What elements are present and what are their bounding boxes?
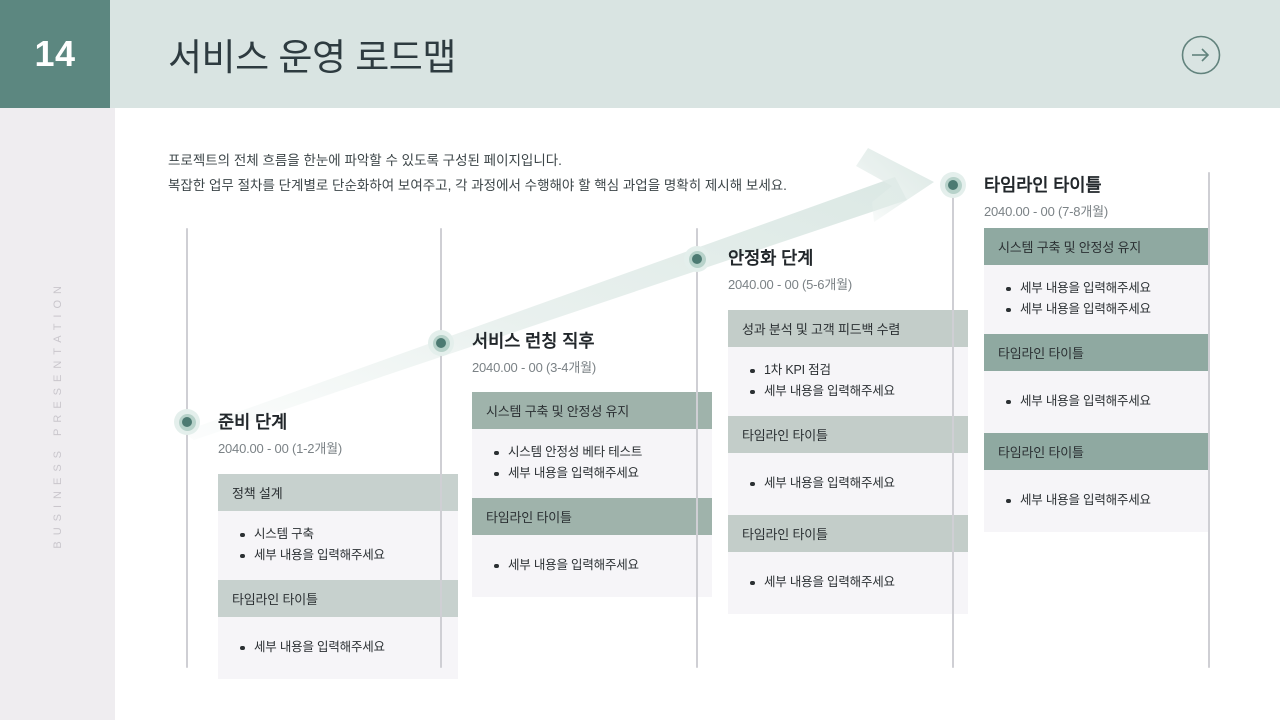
sidebar-vertical-label: BUSINESS PRESENTATION bbox=[0, 108, 115, 720]
section-header: 타임라인 타이틀 bbox=[728, 515, 968, 552]
list-item: 세부 내용을 입력해주세요 bbox=[232, 637, 444, 658]
page-number-text: 14 bbox=[34, 33, 76, 74]
sidebar-vertical-label-text: BUSINESS PRESENTATION bbox=[51, 279, 64, 549]
stage-marker-outer bbox=[944, 176, 962, 194]
stage-card: 시스템 구축 및 안정성 유지 세부 내용을 입력해주세요 세부 내용을 입력해… bbox=[984, 228, 1209, 532]
description-line-2: 복잡한 업무 절차를 단계별로 단순화하여 보여주고, 각 과정에서 수행해야 … bbox=[168, 178, 787, 193]
list-item: 세부 내용을 입력해주세요 bbox=[232, 545, 444, 566]
section-header: 타임라인 타이틀 bbox=[472, 498, 712, 535]
stage-marker-inner bbox=[948, 180, 958, 190]
section-body: 시스템 구축 세부 내용을 입력해주세요 bbox=[218, 511, 458, 580]
stage-card: 성과 분석 및 고객 피드백 수렴 1차 KPI 점검 세부 내용을 입력해주세… bbox=[728, 310, 968, 614]
list-item: 세부 내용을 입력해주세요 bbox=[742, 473, 954, 494]
section-body: 세부 내용을 입력해주세요 세부 내용을 입력해주세요 bbox=[984, 265, 1209, 334]
section-body: 세부 내용을 입력해주세요 bbox=[728, 453, 968, 515]
stage-date: 2040.00 - 00 (5-6개월) bbox=[728, 277, 852, 292]
column-rule bbox=[696, 228, 698, 668]
list-item: 세부 내용을 입력해주세요 bbox=[742, 381, 954, 402]
stage-card: 정책 설계 시스템 구축 세부 내용을 입력해주세요 타임라인 타이틀 세부 내… bbox=[218, 474, 458, 679]
section-body: 세부 내용을 입력해주세요 bbox=[728, 552, 968, 614]
section-header: 타임라인 타이틀 bbox=[984, 334, 1209, 371]
section-header: 성과 분석 및 고객 피드백 수렴 bbox=[728, 310, 968, 347]
stage-marker bbox=[428, 330, 454, 356]
stage-marker-inner bbox=[436, 338, 446, 348]
list-item: 1차 KPI 점검 bbox=[742, 360, 954, 381]
stage-marker-outer bbox=[178, 413, 196, 431]
section-header: 타임라인 타이틀 bbox=[728, 416, 968, 453]
section-header: 시스템 구축 및 안정성 유지 bbox=[984, 228, 1209, 265]
stage-title: 타임라인 타이틀 bbox=[984, 175, 1102, 195]
stage-marker-inner bbox=[182, 417, 192, 427]
section-body: 세부 내용을 입력해주세요 bbox=[218, 617, 458, 679]
list-item: 세부 내용을 입력해주세요 bbox=[486, 555, 698, 576]
page-title: 서비스 운영 로드맵 bbox=[168, 37, 456, 78]
stage-marker-outer bbox=[688, 250, 706, 268]
stage-marker-outer bbox=[432, 334, 450, 352]
stage-marker bbox=[940, 172, 966, 198]
stage-marker bbox=[684, 246, 710, 272]
section-body: 세부 내용을 입력해주세요 bbox=[472, 535, 712, 597]
stage-date: 2040.00 - 00 (3-4개월) bbox=[472, 360, 596, 375]
stage-marker-inner bbox=[692, 254, 702, 264]
stage-title: 서비스 런칭 직후 bbox=[472, 331, 595, 351]
section-body: 1차 KPI 점검 세부 내용을 입력해주세요 bbox=[728, 347, 968, 416]
column-rule bbox=[186, 228, 188, 668]
stage-date: 2040.00 - 00 (1-2개월) bbox=[218, 441, 342, 456]
stage-title: 안정화 단계 bbox=[728, 248, 814, 268]
section-header: 타임라인 타이틀 bbox=[984, 433, 1209, 470]
description-block: 프로젝트의 전체 흐름을 한눈에 파악할 수 있도록 구성된 페이지입니다. 복… bbox=[168, 148, 928, 198]
column-rule bbox=[440, 228, 442, 668]
section-header: 정책 설계 bbox=[218, 474, 458, 511]
list-item: 시스템 구축 bbox=[232, 524, 444, 545]
list-item: 세부 내용을 입력해주세요 bbox=[998, 299, 1195, 320]
arrow-right-circle-icon[interactable] bbox=[1181, 35, 1221, 75]
list-item: 세부 내용을 입력해주세요 bbox=[998, 278, 1195, 299]
header-band bbox=[110, 0, 1280, 108]
list-item: 세부 내용을 입력해주세요 bbox=[998, 490, 1195, 511]
list-item: 세부 내용을 입력해주세요 bbox=[742, 572, 954, 593]
list-item: 시스템 안정성 베타 테스트 bbox=[486, 442, 698, 463]
page-number-block: 14 bbox=[0, 0, 110, 108]
stage-date: 2040.00 - 00 (7-8개월) bbox=[984, 204, 1108, 219]
list-item: 세부 내용을 입력해주세요 bbox=[486, 463, 698, 484]
section-body: 세부 내용을 입력해주세요 bbox=[984, 470, 1209, 532]
right-edge-rule bbox=[1208, 172, 1210, 668]
section-body: 세부 내용을 입력해주세요 bbox=[984, 371, 1209, 433]
description-line-1: 프로젝트의 전체 흐름을 한눈에 파악할 수 있도록 구성된 페이지입니다. bbox=[168, 153, 562, 168]
list-item: 세부 내용을 입력해주세요 bbox=[998, 391, 1195, 412]
section-header: 시스템 구축 및 안정성 유지 bbox=[472, 392, 712, 429]
section-header: 타임라인 타이틀 bbox=[218, 580, 458, 617]
section-body: 시스템 안정성 베타 테스트 세부 내용을 입력해주세요 bbox=[472, 429, 712, 498]
column-rule bbox=[952, 172, 954, 668]
stage-marker bbox=[174, 409, 200, 435]
left-sidebar-strip: BUSINESS PRESENTATION bbox=[0, 108, 115, 720]
stage-title: 준비 단계 bbox=[218, 412, 288, 432]
stage-card: 시스템 구축 및 안정성 유지 시스템 안정성 베타 테스트 세부 내용을 입력… bbox=[472, 392, 712, 597]
